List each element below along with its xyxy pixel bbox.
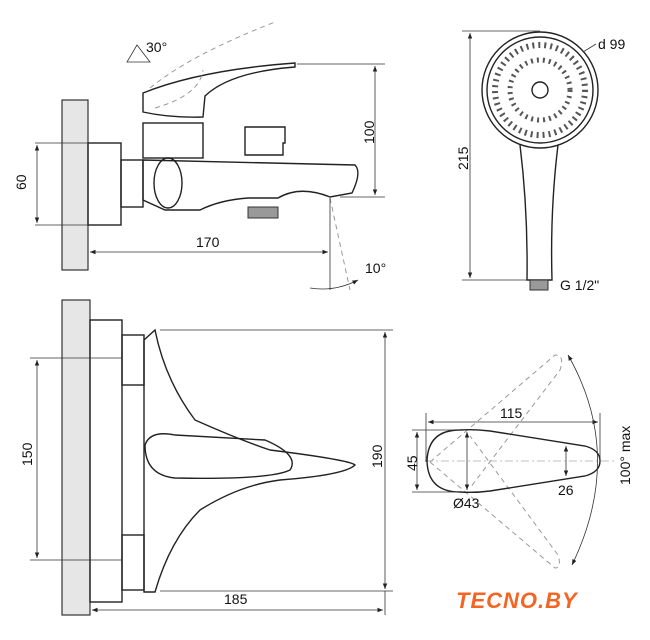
dim-100: 100 xyxy=(361,120,377,144)
thread-label: G 1/2" xyxy=(560,277,599,293)
lever-raised-outline xyxy=(149,21,276,109)
nut-top xyxy=(121,334,145,386)
svg-text:TECNO.BY: TECNO.BY xyxy=(456,588,579,613)
nut-bottom xyxy=(121,534,145,591)
dim-190: 190 xyxy=(369,444,385,468)
nut xyxy=(120,159,144,208)
lever-outline xyxy=(426,428,601,494)
dim-d43: Ø43 xyxy=(453,495,480,511)
side-view: 60 100 170 10° 30° xyxy=(13,21,386,291)
shower-outlet-thread xyxy=(247,206,279,219)
dim-100-deg-max: 100° max xyxy=(617,426,633,485)
dim-170: 170 xyxy=(196,234,220,250)
dim-10-deg: 10° xyxy=(365,260,386,276)
lever-front xyxy=(144,433,293,480)
flange xyxy=(89,319,123,603)
spout xyxy=(142,159,359,211)
flange xyxy=(87,142,122,226)
cartridge-body xyxy=(142,122,204,159)
shower-head: d 99 215 G 1/2" xyxy=(455,30,625,293)
dim-26: 26 xyxy=(558,482,574,498)
dim-45: 45 xyxy=(404,455,420,471)
mixer-body xyxy=(143,328,356,593)
lever xyxy=(142,62,296,118)
wall xyxy=(61,99,89,271)
dim-d99: d 99 xyxy=(598,36,625,52)
lever-top-view: 115 45 Ø43 26 100° max xyxy=(404,354,633,569)
water-stream-line xyxy=(329,197,351,291)
wall xyxy=(61,299,91,616)
spout-cap xyxy=(153,157,183,209)
diverter-knob xyxy=(244,126,286,156)
lever-rotation-outline xyxy=(429,354,563,569)
front-view: 150 190 185 xyxy=(19,299,393,616)
dim-185: 185 xyxy=(224,591,248,607)
dim-60: 60 xyxy=(13,174,29,190)
dim-215: 215 xyxy=(455,146,471,170)
dim-115: 115 xyxy=(500,405,523,421)
shower-handle xyxy=(519,144,559,281)
tecno-by-logo: TECNO.BY xyxy=(456,588,579,613)
spray-nozzles xyxy=(492,42,588,138)
dim-30-deg: 30° xyxy=(146,39,167,55)
dim-150: 150 xyxy=(19,442,35,466)
